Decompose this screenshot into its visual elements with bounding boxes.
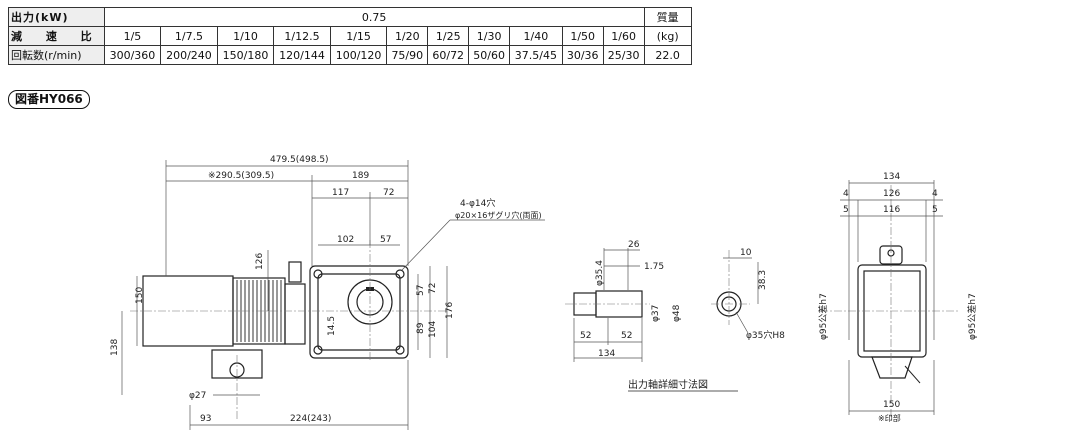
dim-93: 93 [200, 414, 211, 424]
dim-total: 479.5(498.5) [270, 155, 329, 165]
dim-224: 224(243) [290, 414, 331, 424]
dim-side-4a: 4 [843, 189, 849, 199]
dim-38-3: 38.3 [758, 270, 768, 290]
dim-1-75: 1.75 [644, 262, 664, 272]
mass-unit: (kg) [643, 26, 692, 46]
shaft-detail-view: 26 1.75 φ35.4 φ37 φ48 52 52 134 10 38.3 … [565, 240, 785, 392]
side-terminal-box [871, 356, 913, 379]
dim-phi37: φ37 [651, 305, 661, 322]
dim-side-150: 150 [883, 400, 900, 410]
dim-117: 117 [332, 188, 349, 198]
ratio-cell: 1/12.5 [273, 26, 331, 46]
dim-star: ※290.5(309.5) [208, 171, 274, 181]
dim-150: 150 [135, 287, 145, 304]
dim-side-4b: 4 [932, 189, 938, 199]
dim-side-5b: 5 [932, 205, 938, 215]
dim-189: 189 [352, 171, 369, 181]
dim-57a: 57 [380, 235, 391, 245]
rpm-header: 回転数(r/min) [8, 45, 105, 65]
dim-phi27: φ27 [189, 391, 206, 401]
dim-phi35-4: φ35.4 [595, 260, 605, 286]
mount-hole [395, 345, 405, 355]
hole-note: 4-φ14穴 [460, 197, 495, 209]
dim-10: 10 [740, 248, 752, 258]
dim-52a: 52 [580, 331, 591, 341]
dim-126: 126 [255, 253, 265, 270]
mount-hole [395, 269, 405, 279]
dim-138: 138 [110, 339, 120, 356]
rpm-cell: 300/360 [103, 45, 162, 65]
rpm-cell: 120/144 [273, 45, 331, 65]
mass-value: 22.0 [643, 45, 692, 65]
dim-phi95-left: φ95公差h7 [817, 293, 829, 340]
dim-14-5: 14.5 [327, 316, 337, 336]
mark-note: ※印部 [878, 413, 901, 423]
dim-phi95-right: φ95公差h7 [966, 293, 978, 340]
rpm-cell: 150/180 [216, 45, 275, 65]
rpm-cell: 25/30 [602, 45, 645, 65]
main-view: 479.5(498.5) ※290.5(309.5) 189 117 72 10… [110, 155, 545, 430]
eye-bolt [288, 261, 302, 283]
spec-table: 出力(kW) 0.75 質量 減 速 比 1/5 1/7.5 1/10 1/12… [8, 7, 692, 65]
dim-side-116: 116 [883, 205, 900, 215]
counterbore-note: φ20×16ザグリ穴(両面) [455, 210, 542, 220]
output-header: 出力(kW) [8, 7, 105, 27]
dim-side-134: 134 [883, 172, 900, 182]
marker-line [904, 365, 921, 384]
rpm-cell: 60/72 [427, 45, 470, 65]
dim-26: 26 [628, 240, 640, 250]
rpm-cell: 100/120 [329, 45, 388, 65]
motor-fins [232, 280, 282, 342]
dim-104: 104 [428, 321, 438, 338]
dim-52b: 52 [621, 331, 632, 341]
side-view: 134 126 4 4 116 5 5 φ95公差h7 φ95公差h7 150 … [817, 172, 978, 423]
dim-176: 176 [445, 302, 455, 319]
rpm-cell: 50/60 [468, 45, 511, 65]
mount-hole [313, 269, 323, 279]
dim-side-5a: 5 [843, 205, 849, 215]
rpm-cell: 37.5/45 [509, 45, 563, 65]
mount-hole [313, 345, 323, 355]
dim-phi48: φ48 [672, 304, 682, 322]
rpm-cell: 30/36 [561, 45, 604, 65]
flange [284, 283, 306, 345]
ratio-cell: 1/60 [602, 26, 645, 46]
leader-line [735, 311, 749, 334]
dim-57b: 57 [416, 285, 426, 296]
dim-89: 89 [416, 322, 426, 334]
gear-case [309, 265, 409, 359]
gear-case-inner [317, 273, 401, 351]
rpm-cell: 75/90 [386, 45, 429, 65]
dim-phi35-h8: φ35穴H8 [746, 329, 785, 341]
dim-134: 134 [598, 349, 615, 359]
shaft-detail-caption: 出力軸詳細寸法図 [628, 378, 708, 391]
terminal-box [211, 349, 263, 379]
dim-72b: 72 [428, 283, 438, 294]
dim-72a: 72 [383, 188, 394, 198]
dim-102: 102 [337, 235, 354, 245]
rpm-cell: 200/240 [160, 45, 218, 65]
dim-side-126: 126 [883, 189, 900, 199]
leader-line [401, 219, 451, 271]
figure-number-badge: 図番HY066 [8, 90, 90, 109]
